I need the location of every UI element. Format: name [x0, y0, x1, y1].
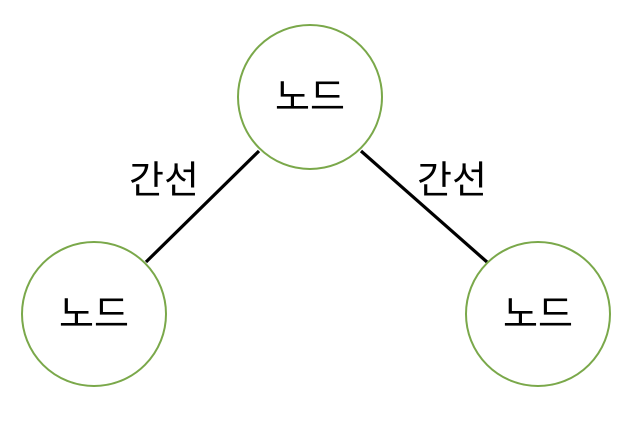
- node-label: 노드: [275, 75, 345, 119]
- node-label: 노드: [59, 292, 129, 336]
- node-left-child: 노드: [21, 241, 167, 387]
- node-right-child: 노드: [465, 241, 611, 387]
- node-circle: [237, 24, 383, 170]
- node-circle: [21, 241, 167, 387]
- edge-label: 간선: [417, 158, 487, 202]
- node-circle: [465, 241, 611, 387]
- edge-line: [144, 149, 261, 264]
- edge-line: [359, 149, 489, 264]
- node-root: 노드: [237, 24, 383, 170]
- node-label: 노드: [503, 292, 573, 336]
- edge-label: 간선: [129, 158, 199, 202]
